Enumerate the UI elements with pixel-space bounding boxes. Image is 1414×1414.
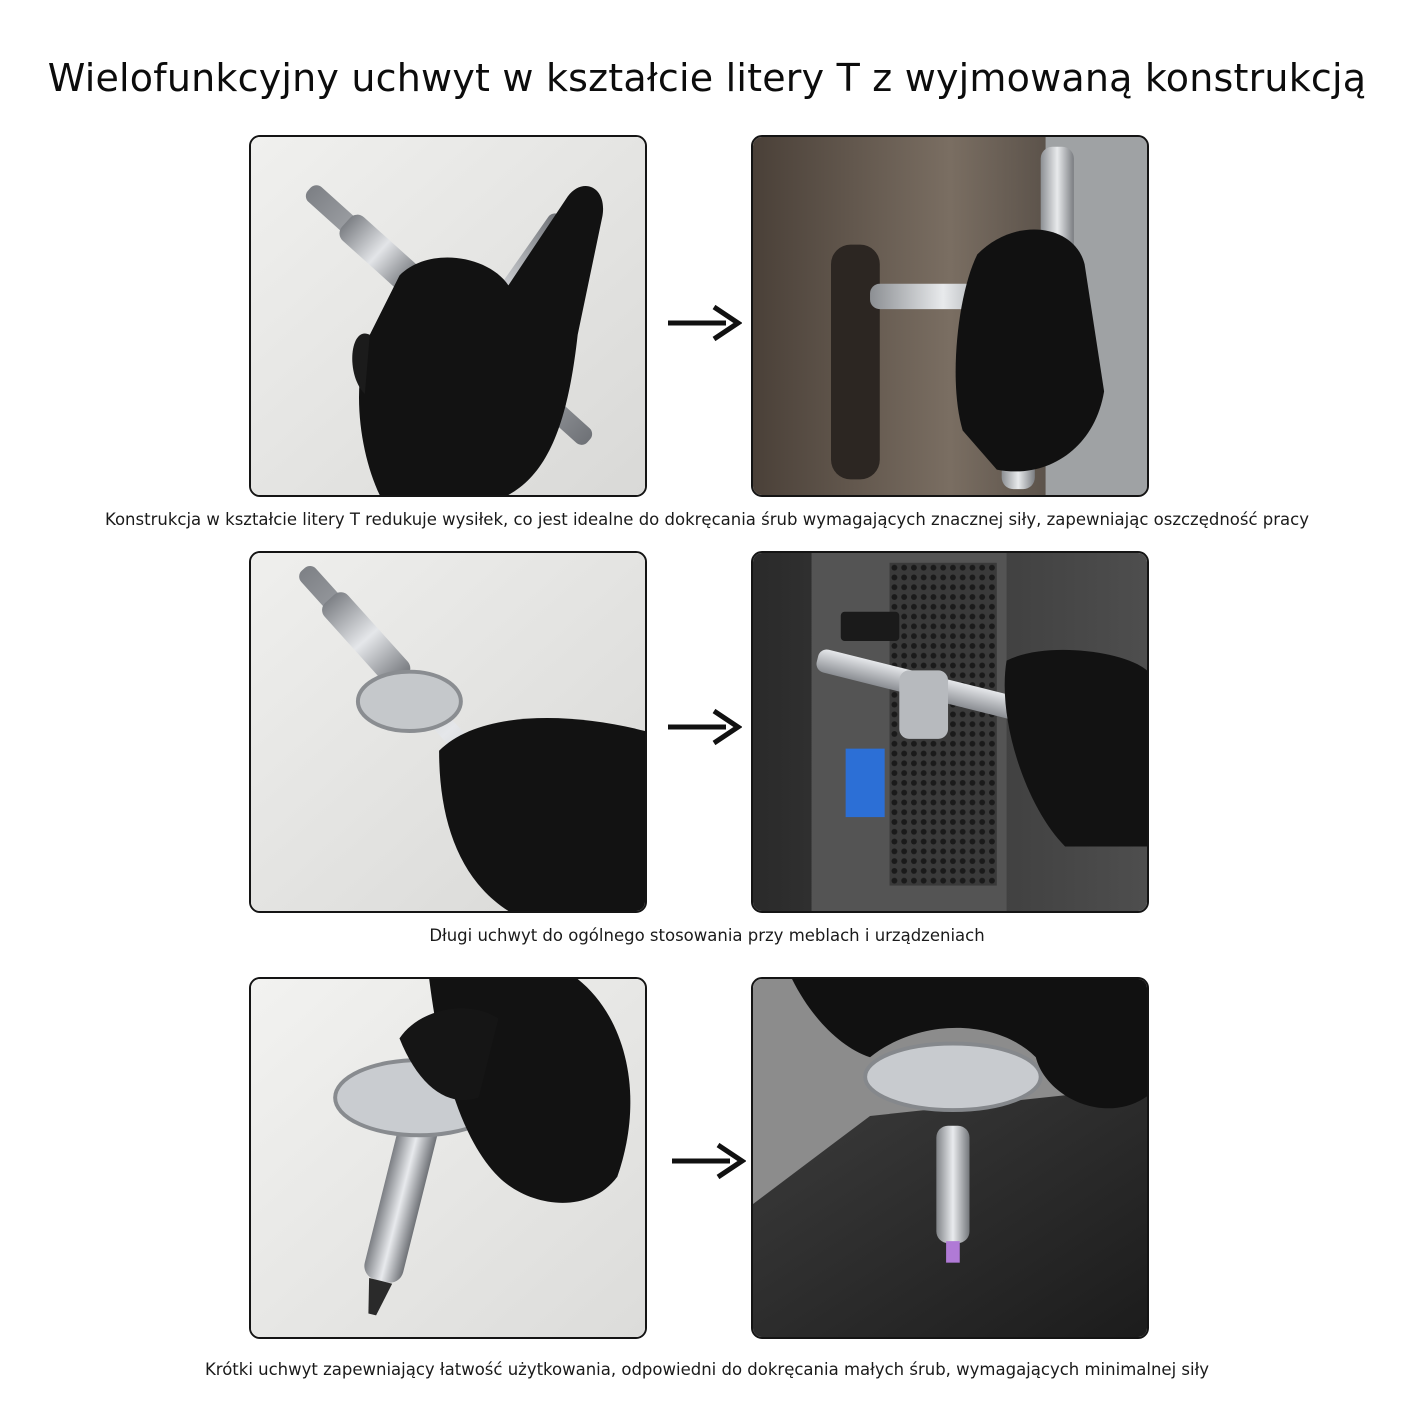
photo-short-handle-studio <box>249 977 647 1339</box>
photo-long-handle-studio <box>249 551 647 913</box>
arrow-right-icon <box>670 1139 746 1183</box>
row-1-caption: Konstrukcja w kształcie litery T redukuj… <box>104 510 1310 529</box>
arrow-right-icon <box>666 705 742 749</box>
row-2-caption: Długi uchwyt do ogólnego stosowania przy… <box>429 926 985 945</box>
page-title: Wielofunkcyjny uchwyt w kształcie litery… <box>47 56 1367 100</box>
photo-t-handle-door-use <box>751 135 1149 497</box>
photo-t-handle-studio <box>249 135 647 497</box>
photo-short-handle-laptop-use <box>751 977 1149 1339</box>
row-3-caption: Krótki uchwyt zapewniający łatwość użytk… <box>204 1360 1210 1379</box>
arrow-right-icon <box>666 301 742 345</box>
photo-long-handle-pc-use <box>751 551 1149 913</box>
